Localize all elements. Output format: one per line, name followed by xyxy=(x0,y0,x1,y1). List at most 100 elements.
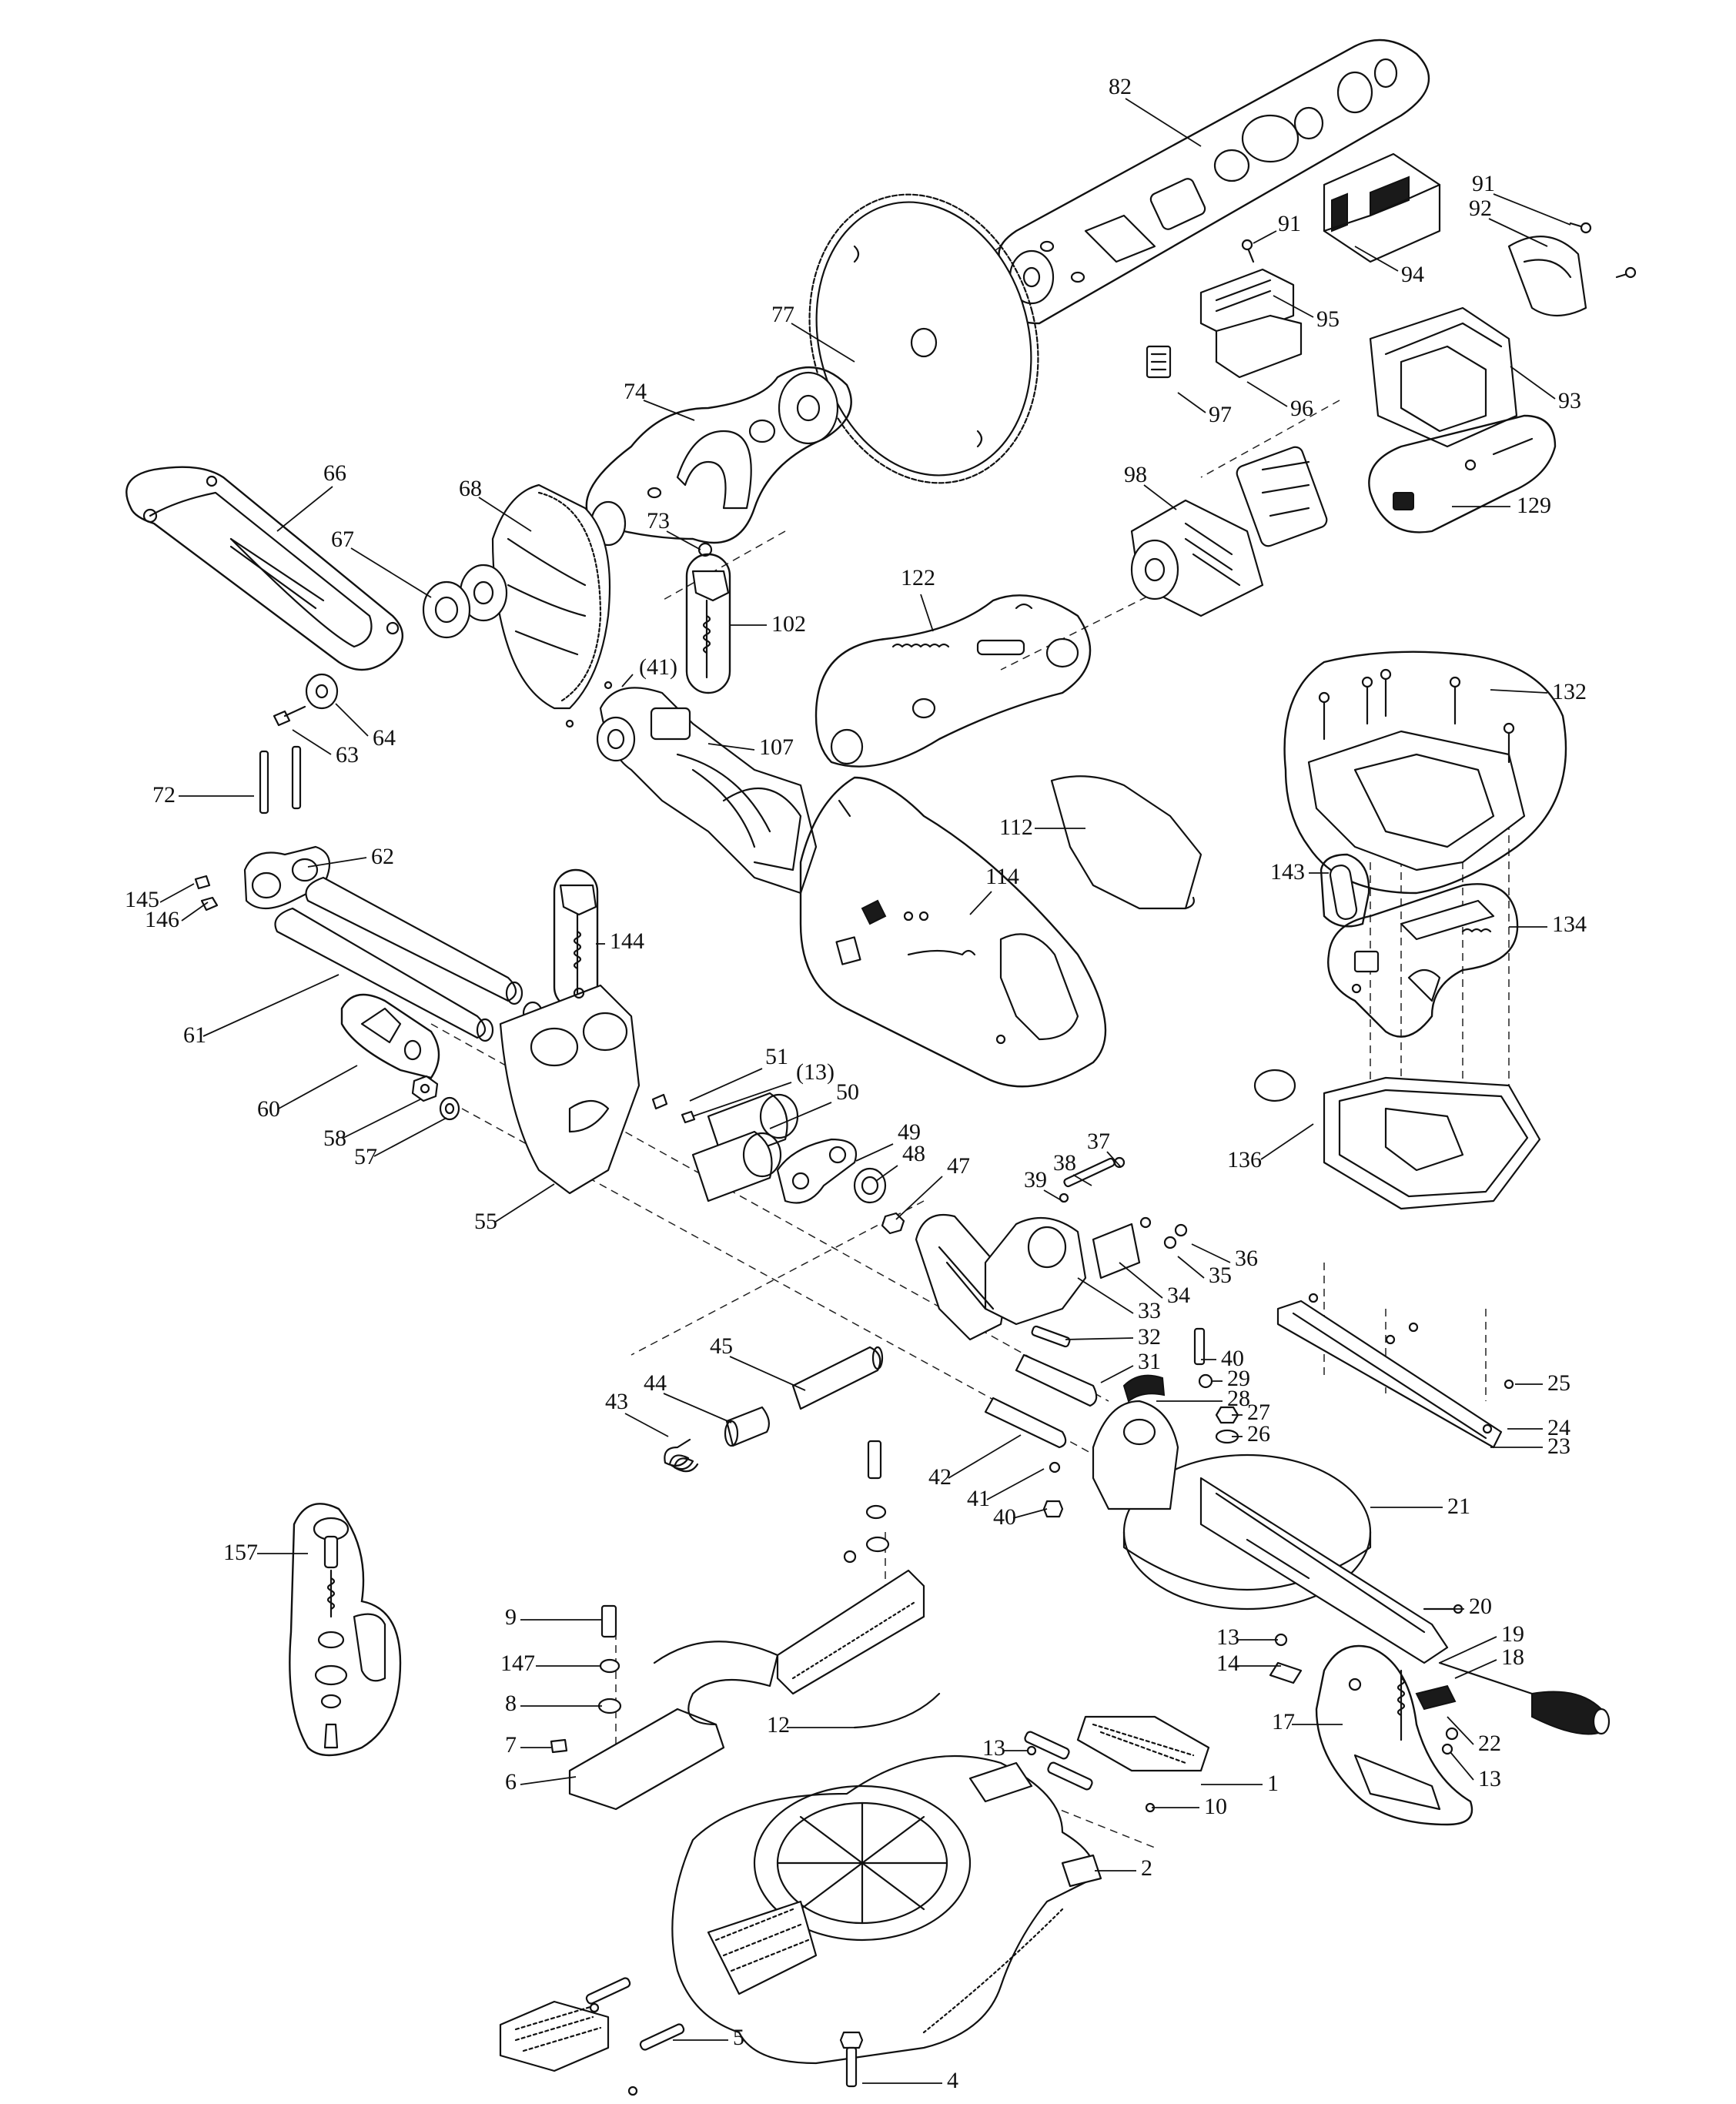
callout-label-c-18: 18 xyxy=(1501,1644,1524,1670)
callout-label-c-8: 8 xyxy=(505,1691,517,1716)
callout-label-c-51: 51 xyxy=(765,1044,788,1069)
callout-label-c-32: 32 xyxy=(1138,1324,1161,1350)
part-7-screw xyxy=(550,1550,857,1754)
leader-line-c-43 xyxy=(624,1413,669,1437)
leader-line-c-91a xyxy=(1493,193,1571,226)
part-1-extension-table xyxy=(1024,1715,1210,1791)
part-93-motor-housing xyxy=(1369,306,1518,448)
callout-label-c-47: 47 xyxy=(947,1153,970,1179)
part-48-washer xyxy=(853,1167,887,1204)
leader-line-c-38 xyxy=(1072,1174,1092,1186)
part-144-knob xyxy=(553,868,599,1010)
part-41-40-screws xyxy=(1042,1327,1206,1518)
leader-line-c-33 xyxy=(1077,1277,1134,1314)
callout-label-c-73: 73 xyxy=(647,508,670,534)
callout-label-c-74: 74 xyxy=(624,379,647,404)
part-72-pins xyxy=(259,745,302,815)
callout-label-c-93: 93 xyxy=(1558,388,1581,413)
callout-label-c-26: 26 xyxy=(1247,1421,1270,1447)
callout-label-c-95: 95 xyxy=(1316,306,1340,332)
leader-line-c-45 xyxy=(729,1356,806,1391)
callout-label-c-107: 107 xyxy=(759,734,794,760)
callout-label-c-29: 29 xyxy=(1227,1366,1250,1391)
leader-line-c-82 xyxy=(1125,98,1202,147)
part-34-plate xyxy=(1092,1223,1141,1279)
part-62-rail-clamp xyxy=(243,845,331,909)
part-23-24-25-kerf-plate xyxy=(1276,1293,1514,1449)
leader-line-c-32 xyxy=(1065,1337,1134,1340)
callout-label-c-27: 27 xyxy=(1247,1400,1270,1425)
callout-label-c-144: 144 xyxy=(610,928,644,954)
leader-line-c-13a xyxy=(692,1082,792,1117)
callout-label-c-7: 7 xyxy=(505,1732,517,1758)
callout-label-c-13a: (13) xyxy=(796,1059,835,1085)
part-35-36-screws xyxy=(1139,1216,1188,1249)
callout-label-c-136: 136 xyxy=(1227,1147,1262,1172)
callout-label-c-134: 134 xyxy=(1552,912,1587,937)
leader-line-c-68 xyxy=(478,497,532,532)
part-136-base-frame xyxy=(1253,1069,1541,1210)
part-91-screws xyxy=(1241,222,1637,279)
callout-label-c-40b: 40 xyxy=(993,1504,1016,1530)
leader-line-c-145 xyxy=(159,883,195,903)
part-55-rail-housing xyxy=(499,984,641,1195)
callout-label-c-13b: 13 xyxy=(1216,1624,1239,1650)
callout-label-c-72: 72 xyxy=(152,782,176,808)
callout-label-c-143: 143 xyxy=(1270,859,1305,885)
leader-line-c-47 xyxy=(895,1176,943,1220)
leader-line-c-19 xyxy=(1439,1636,1497,1664)
callout-label-c-48: 48 xyxy=(902,1141,925,1166)
leader-line-c-97 xyxy=(1177,392,1206,413)
callout-label-c-114: 114 xyxy=(985,864,1019,889)
callout-label-c-57: 57 xyxy=(354,1144,377,1169)
callout-label-c-49: 49 xyxy=(898,1119,921,1145)
part-44-sleeve xyxy=(724,1406,771,1447)
callout-label-c-129: 129 xyxy=(1517,493,1551,518)
callout-label-c-9: 9 xyxy=(505,1604,517,1630)
leader-line-c-18 xyxy=(1454,1659,1497,1679)
callout-label-c-39: 39 xyxy=(1024,1167,1047,1192)
part-132-housing-group xyxy=(1283,651,1567,895)
leader-line-c-114 xyxy=(969,891,992,915)
callout-label-c-66: 66 xyxy=(323,460,346,486)
callout-label-c-5: 5 xyxy=(733,2025,744,2050)
callout-label-c-98: 98 xyxy=(1124,462,1147,487)
part-145-screw xyxy=(194,875,211,890)
callout-label-c-1: 1 xyxy=(1267,1771,1279,1796)
callout-label-c-36: 36 xyxy=(1235,1246,1258,1271)
leader-line-c-60 xyxy=(278,1065,358,1109)
part-5-pins xyxy=(585,1977,685,2051)
callout-label-c-17: 17 xyxy=(1272,1709,1295,1734)
callout-label-c-28: 28 xyxy=(1227,1386,1250,1411)
leader-line-c-77 xyxy=(791,323,855,363)
part-6-fence-left xyxy=(568,1641,779,1811)
part-60-lock-knob xyxy=(340,993,440,1079)
part-146-nut xyxy=(200,896,219,912)
part-14-detent-spring xyxy=(1269,1661,1303,1684)
callout-label-c-82: 82 xyxy=(1109,74,1132,99)
callout-label-c-60: 60 xyxy=(257,1096,280,1122)
leader-line-c-42 xyxy=(948,1434,1022,1479)
leader-line-c-95 xyxy=(1273,295,1314,318)
part-67-flange xyxy=(422,580,471,639)
callout-label-c-77: 77 xyxy=(771,302,794,327)
part-17-detent-group xyxy=(1315,1644,1473,1826)
leader-line-c-57 xyxy=(373,1117,447,1157)
leader-line-c-146 xyxy=(181,901,209,922)
leader-line-c-35 xyxy=(1177,1256,1205,1279)
callout-label-c-19: 19 xyxy=(1501,1621,1524,1647)
leader-line-c-36 xyxy=(1191,1243,1231,1263)
leader-line-c-22 xyxy=(1447,1716,1474,1745)
callout-label-c-42: 42 xyxy=(928,1464,952,1490)
part-107-arm-housing xyxy=(565,681,818,895)
callout-label-c-40a: 40 xyxy=(1221,1346,1244,1371)
leader-line-c-13d xyxy=(1450,1751,1474,1781)
callout-label-c-102: 102 xyxy=(771,611,806,637)
part-58-nut xyxy=(411,1075,439,1102)
callout-label-c-33: 33 xyxy=(1138,1298,1161,1323)
part-134-inner-group xyxy=(1327,883,1519,1038)
callout-label-c-92: 92 xyxy=(1469,196,1492,221)
part-left-extension xyxy=(499,2000,638,2096)
part-8-washer xyxy=(597,1536,890,1714)
callout-labels: 8291929194959396977774666898129677312210… xyxy=(125,74,1587,2093)
